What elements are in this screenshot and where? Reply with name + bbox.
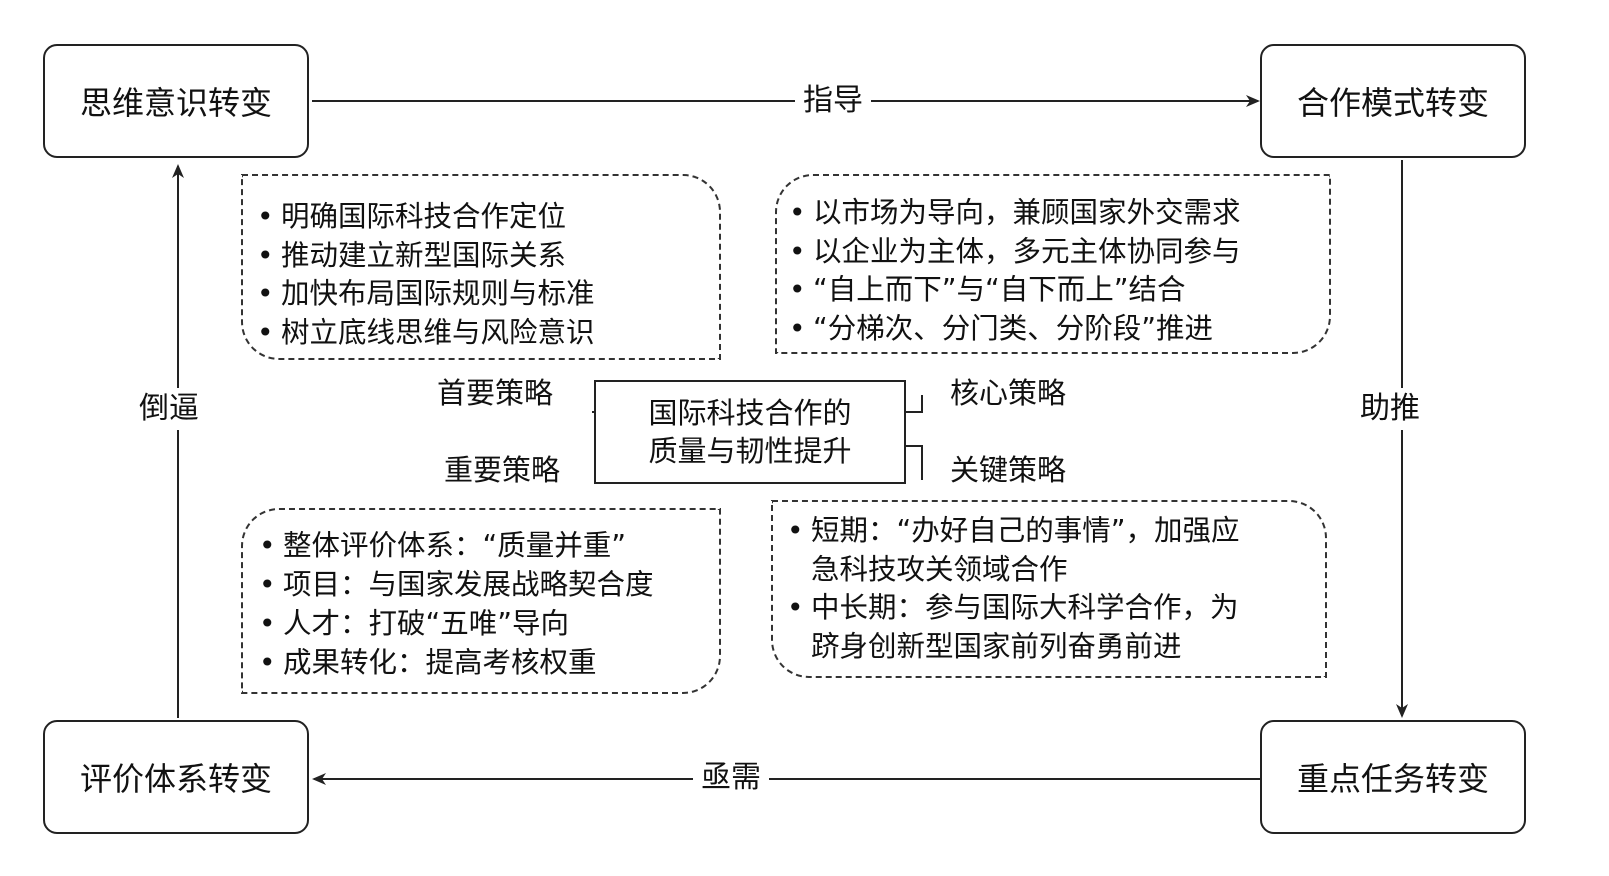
panel-key-task-measures: 短期：“办好自己的事情”，加强应 急科技攻关领域合作 中长期：参与国际大科学合作… — [771, 500, 1327, 678]
strategy-label-important: 重要策略 — [444, 453, 561, 487]
list-item-line: 急科技攻关领域合作 — [811, 552, 1068, 586]
list-item: 以市场为导向，兼顾国家外交需求 — [787, 194, 1321, 233]
corner-evaluation-shift: 评价体系转变 — [43, 720, 309, 834]
list-item: 整体评价体系：“质量并重” — [257, 526, 713, 565]
panel-thinking-measures: 明确国际科技合作定位 推动建立新型国际关系 加快布局国际规则与标准 树立底线思维… — [241, 174, 721, 360]
center-goal: 国际科技合作的 质量与韧性提升 — [594, 380, 906, 484]
corner-key-task-shift: 重点任务转变 — [1260, 720, 1526, 834]
edge-label-need: 亟需 — [693, 763, 769, 793]
list-item: 成果转化：提高考核权重 — [257, 643, 713, 682]
center-goal-line2: 质量与韧性提升 — [648, 434, 852, 468]
list-item: “分梯次、分门类、分阶段”推进 — [787, 310, 1321, 349]
list-item: 项目：与国家发展战略契合度 — [257, 565, 713, 604]
list-item: 树立底线思维与风险意识 — [255, 314, 709, 353]
list-item: 短期：“办好自己的事情”，加强应 急科技攻关领域合作 — [785, 512, 1319, 589]
edge-label-force: 倒逼 — [135, 388, 203, 430]
edge-label-boost: 助推 — [1356, 388, 1424, 430]
center-goal-line1: 国际科技合作的 — [648, 395, 852, 430]
corner-cooperation-mode-shift: 合作模式转变 — [1260, 44, 1526, 158]
strategy-label-primary: 首要策略 — [437, 376, 554, 410]
list-item: 以企业为主体，多元主体协同参与 — [787, 233, 1321, 272]
list-item: “自上而下”与“自下而上”结合 — [787, 271, 1321, 310]
panel-cooperation-measures: 以市场为导向，兼顾国家外交需求 以企业为主体，多元主体协同参与 “自上而下”与“… — [775, 174, 1331, 354]
list-item-line: 跻身创新型国家前列奋勇前进 — [811, 629, 1182, 663]
strategy-label-core: 核心策略 — [950, 376, 1067, 410]
list-item: 明确国际科技合作定位 — [255, 198, 709, 237]
list-item: 加快布局国际规则与标准 — [255, 275, 709, 314]
edge-label-guide: 指导 — [795, 86, 871, 116]
list-item: 推动建立新型国际关系 — [255, 237, 709, 276]
list-item: 人才：打破“五唯”导向 — [257, 604, 713, 643]
corner-thinking-shift: 思维意识转变 — [43, 44, 309, 158]
list-item-line: 中长期：参与国际大科学合作，为 — [811, 591, 1239, 624]
strategy-label-key: 关键策略 — [950, 453, 1067, 487]
list-item: 中长期：参与国际大科学合作，为 跻身创新型国家前列奋勇前进 — [785, 589, 1319, 666]
list-item-line: 短期：“办好自己的事情”，加强应 — [811, 514, 1240, 547]
panel-evaluation-measures: 整体评价体系：“质量并重” 项目：与国家发展战略契合度 人才：打破“五唯”导向 … — [241, 508, 721, 694]
